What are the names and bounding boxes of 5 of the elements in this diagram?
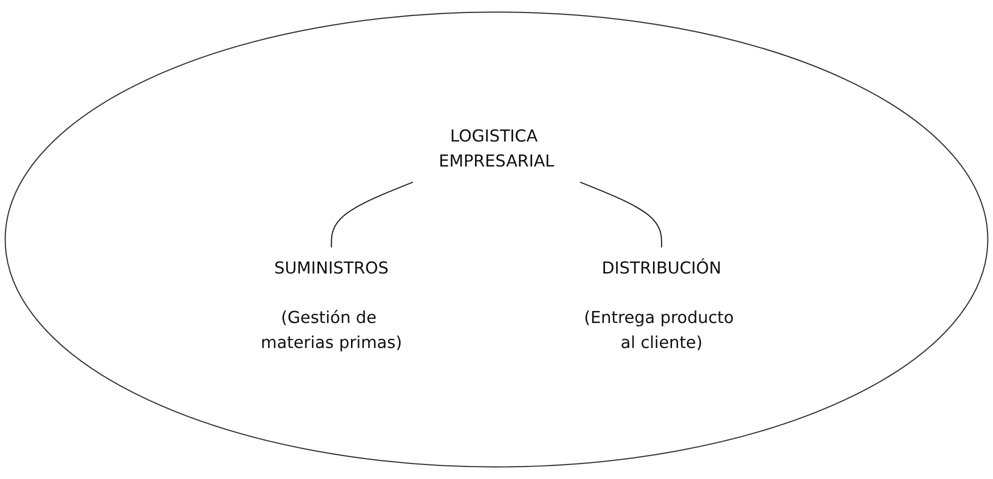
text-label: DISTRIBUCIÓN (Entrega producto al cliente) [584,258,734,352]
text-label: SUMINISTROS (Gestión de materias primas) [260,258,402,352]
text-label: LOGISTICA EMPRESARIAL [438,126,554,170]
connector-line [580,182,662,248]
connector-line [330,182,414,248]
